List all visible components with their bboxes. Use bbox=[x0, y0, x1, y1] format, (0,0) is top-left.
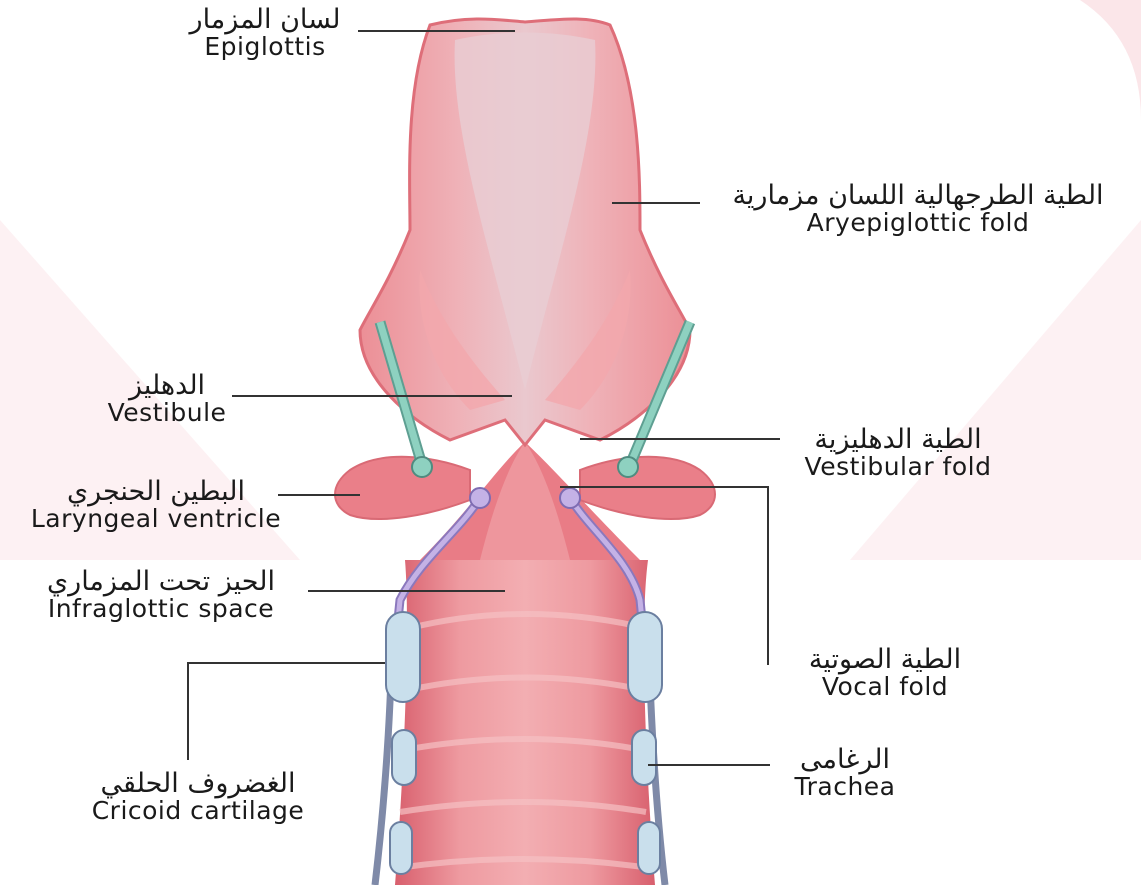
label-vocal-fold-ar: الطية الصوتية bbox=[790, 646, 980, 674]
label-vestibular-fold-ar: الطية الدهليزية bbox=[780, 426, 1016, 454]
label-epiglottis-en: Epiglottis bbox=[170, 34, 360, 60]
label-cricoid-cartilage-ar: الغضروف الحلقي bbox=[58, 770, 338, 798]
leader-cricoid bbox=[188, 663, 385, 760]
label-aryepiglottic-fold-en: Aryepiglottic fold bbox=[700, 210, 1136, 236]
label-vestibule-en: Vestibule bbox=[82, 400, 252, 426]
label-trachea: الرغامى Trachea bbox=[780, 746, 910, 801]
label-vocal-fold-en: Vocal fold bbox=[790, 674, 980, 700]
label-aryepiglottic-fold: الطية الطرجهالية اللسان مزمارية Aryepigl… bbox=[700, 182, 1136, 237]
label-vestibular-fold-en: Vestibular fold bbox=[780, 454, 1016, 480]
label-epiglottis-ar: لسان المزمار bbox=[170, 6, 360, 34]
label-laryngeal-ventricle-en: Laryngeal ventricle bbox=[4, 506, 308, 532]
trachea-tube bbox=[395, 560, 655, 885]
label-vestibular-fold: الطية الدهليزية Vestibular fold bbox=[780, 426, 1016, 481]
label-laryngeal-ventricle-ar: البطين الحنجري bbox=[4, 478, 308, 506]
label-aryepiglottic-fold-ar: الطية الطرجهالية اللسان مزمارية bbox=[700, 182, 1136, 210]
label-cricoid-cartilage: الغضروف الحلقي Cricoid cartilage bbox=[58, 770, 338, 825]
label-cricoid-cartilage-en: Cricoid cartilage bbox=[58, 798, 338, 824]
label-trachea-ar: الرغامى bbox=[780, 746, 910, 774]
label-laryngeal-ventricle: البطين الحنجري Laryngeal ventricle bbox=[4, 478, 308, 533]
label-vestibule: الدهليز Vestibule bbox=[82, 372, 252, 427]
label-infraglottic-space: الحيز تحت المزماري Infraglottic space bbox=[16, 568, 306, 623]
label-infraglottic-space-ar: الحيز تحت المزماري bbox=[16, 568, 306, 596]
label-vocal-fold: الطية الصوتية Vocal fold bbox=[790, 646, 980, 701]
label-infraglottic-space-en: Infraglottic space bbox=[16, 596, 306, 622]
left-ventricle bbox=[335, 457, 470, 519]
label-vestibule-ar: الدهليز bbox=[82, 372, 252, 400]
label-trachea-en: Trachea bbox=[780, 774, 910, 800]
label-epiglottis: لسان المزمار Epiglottis bbox=[170, 6, 360, 61]
